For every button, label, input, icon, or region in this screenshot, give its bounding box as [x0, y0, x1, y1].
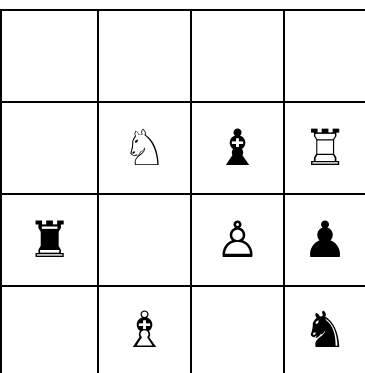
- board-square-r4-c4[interactable]: ♞: [285, 287, 365, 373]
- board-square-r2-c3[interactable]: ♝: [192, 103, 283, 193]
- board-square-r3-c1[interactable]: ♜: [2, 195, 97, 285]
- board-square-r2-c1[interactable]: [2, 103, 97, 193]
- board-square-r1-c4[interactable]: [285, 11, 365, 101]
- board-square-r4-c2[interactable]: ♗: [99, 287, 190, 373]
- black-rook-icon[interactable]: ♜: [27, 215, 72, 265]
- black-bishop-icon[interactable]: ♝: [215, 123, 260, 173]
- white-bishop-icon[interactable]: ♗: [122, 305, 167, 355]
- board-square-r2-c2[interactable]: ♘: [99, 103, 190, 193]
- white-rook-icon[interactable]: ♖: [303, 123, 348, 173]
- board-square-r1-c1[interactable]: [2, 11, 97, 101]
- board-square-r2-c4[interactable]: ♖: [285, 103, 365, 193]
- white-knight-icon[interactable]: ♘: [122, 123, 167, 173]
- black-knight-icon[interactable]: ♞: [303, 305, 348, 355]
- board-square-r3-c2[interactable]: [99, 195, 190, 285]
- board-square-r4-c1[interactable]: [2, 287, 97, 373]
- board-square-r1-c2[interactable]: [99, 11, 190, 101]
- board-square-r3-c3[interactable]: ♙: [192, 195, 283, 285]
- board-square-r3-c4[interactable]: ♟: [285, 195, 365, 285]
- board-square-r4-c3[interactable]: [192, 287, 283, 373]
- white-pawn-icon[interactable]: ♙: [215, 215, 260, 265]
- black-pawn-icon[interactable]: ♟: [303, 215, 348, 265]
- board-square-r1-c3[interactable]: [192, 11, 283, 101]
